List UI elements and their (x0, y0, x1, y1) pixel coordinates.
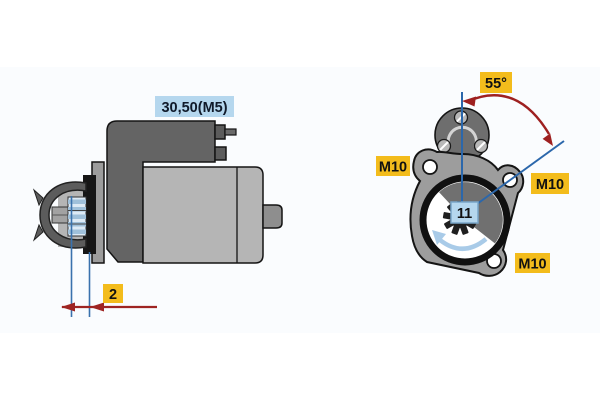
front-view: 11 55° M10 M10 M10 (376, 72, 569, 277)
rotation-arrow-icon (432, 230, 488, 251)
terminal-label: 30,50(M5) (161, 100, 227, 116)
bearing-boss (262, 204, 283, 229)
bolt-size-badge-top-left (376, 156, 410, 176)
drive-fork (39, 181, 87, 249)
solenoid-and-bracket (106, 120, 216, 263)
bolt-size-label-right: M10 (536, 177, 564, 193)
dimension-line (61, 302, 157, 312)
bolt-size-label-bottom-right: M10 (518, 257, 546, 273)
pinion-gear-side (67, 196, 87, 237)
dimension-arrow-right (90, 302, 104, 312)
fork-tip-upper (32, 188, 44, 207)
bolt-size-badge-bottom-right (515, 253, 550, 273)
terminal-badge (155, 96, 234, 117)
angle-badge (480, 72, 512, 93)
terminal-pin (224, 128, 237, 136)
angle-arc-arrow (462, 94, 553, 146)
bolt-hole-top-left (422, 159, 438, 175)
bolt-size-badge-right (531, 173, 569, 194)
teeth-count-badge (450, 201, 479, 224)
solenoid-bolts (436, 110, 489, 154)
terminal-stud-bottom (214, 146, 227, 161)
fork-tip-lower (32, 223, 44, 242)
motor-housing (142, 166, 264, 264)
dimension-arrow-left (61, 302, 75, 312)
dimension-value-label: 2 (109, 287, 117, 303)
angle-label: 55° (485, 76, 507, 92)
reference-line-diagonal (476, 140, 565, 205)
teeth-count-label: 11 (457, 206, 472, 222)
side-view: 2 30,50(M5) (32, 96, 283, 317)
terminal-stud-top (214, 124, 226, 140)
bolt-size-label-top-left: M10 (379, 160, 407, 176)
dimension-value-badge (103, 284, 123, 303)
